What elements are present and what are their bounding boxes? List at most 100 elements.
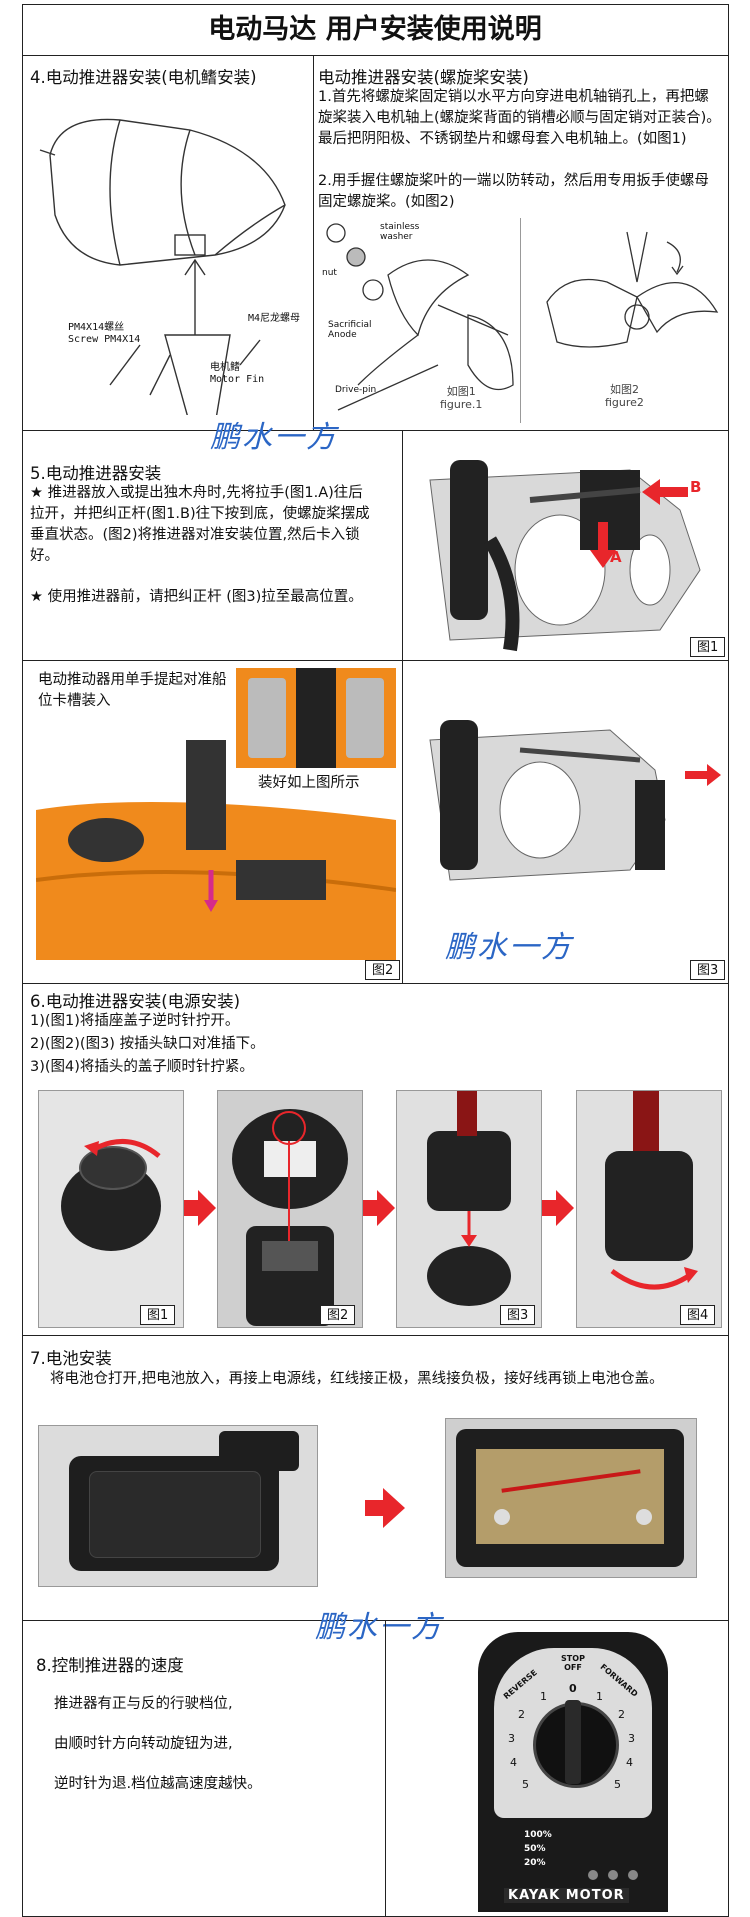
battery	[476, 1449, 664, 1544]
s8-divider	[385, 1620, 386, 1917]
speed-pct-100: 100%	[524, 1830, 552, 1840]
bracket-closeup-left	[248, 678, 286, 758]
s8-line1: 推进器有正与反的行驶档位,	[54, 1696, 233, 1712]
arrow-a	[590, 522, 616, 568]
motor-fin-drawing	[39, 118, 286, 415]
s8-line3: 逆时针为退.档位越高速度越快。	[54, 1776, 262, 1792]
fig1-caption-en: figure.1	[440, 398, 483, 411]
s4-heading-right: 电动推进器安装(螺旋桨安装)	[318, 68, 529, 87]
cable-3	[457, 1091, 477, 1136]
s5-bullet2: ★ 使用推进器前，请把纠正杆 (图3)拉至最高位置。	[30, 589, 363, 605]
label-a: A	[610, 548, 622, 566]
fin-screw-label-en: Screw PM4X14	[68, 334, 141, 345]
battery-lid-photo	[38, 1425, 318, 1587]
highlight-line-2	[288, 1141, 290, 1241]
motor-lever-art	[429, 720, 666, 881]
indicator-led-3	[628, 1870, 638, 1880]
fig1-pin-label: Drive-pin	[335, 385, 377, 395]
speed-knob-grip	[565, 1700, 581, 1784]
brand-label: KAYAK MOTOR	[504, 1888, 629, 1903]
s7-bottom	[22, 1620, 729, 1621]
socket-3	[427, 1246, 511, 1306]
socket-photo-1	[38, 1090, 184, 1328]
battery-open-photo	[445, 1418, 697, 1578]
fig1-caption-cn: 如图1	[446, 385, 476, 398]
bracket-closeup	[236, 668, 396, 768]
fig1-anode-label: Sacrificial Anode	[328, 320, 372, 340]
socket-photo-3	[396, 1090, 542, 1328]
propeller-figure2	[546, 231, 719, 348]
dial-num-right-3: 3	[628, 1732, 635, 1745]
dial-num-left-4: 4	[510, 1756, 517, 1769]
motor-bracket-art	[429, 460, 701, 652]
s6-heading: 6.电动推进器安装(电源安装)	[30, 992, 241, 1011]
dial-zero: 0	[569, 1682, 577, 1695]
s7-heading: 7.电池安装	[30, 1349, 112, 1368]
fig2-caption: 如图2 figure2	[605, 383, 644, 409]
page-title: 电动马达 用户安装使用说明	[208, 14, 542, 45]
label-b: B	[690, 478, 702, 496]
dial-num-left-2: 2	[518, 1708, 525, 1721]
s5-heading: 5.电动推进器安装	[30, 464, 162, 483]
s4-divider	[313, 55, 314, 430]
s6-fig3-label: 图3	[500, 1305, 536, 1325]
fin-screw-label: PM4X14螺丝 Screw PM4X14	[68, 322, 140, 346]
motor-lever-photo	[410, 700, 685, 890]
mounted-text: 装好如上图所示	[258, 775, 360, 791]
s7-text: 将电池仓打开,把电池放入，再接上电源线，红线接正极，黑线接负极，接好线再锁上电池…	[50, 1371, 664, 1387]
arrow-b	[642, 479, 688, 505]
s8-heading: 8.控制推进器的速度	[36, 1656, 184, 1675]
down-arrow-icon	[461, 1211, 477, 1247]
terminal-neg	[636, 1509, 652, 1525]
s6-step2: 2)(图2)(图3) 按插头缺口对准插下。	[30, 1036, 265, 1052]
cable-4	[633, 1091, 659, 1161]
s4-step2: 2.用手握住螺旋桨叶的一端以防转动，然后用专用扳手使螺母固定螺旋桨。(如图2)	[318, 173, 709, 210]
speed-controller: REVERSE STOP OFF FORWARD 0 1 2 3 4 5 1 2…	[478, 1632, 668, 1912]
fig1-caption: 如图1 figure.1	[440, 385, 482, 411]
highlight-circle-2	[272, 1111, 306, 1145]
socket-cap-top-1	[79, 1146, 147, 1190]
mount-text: 电动推动器用单手提起对准船位卡槽装入	[38, 672, 227, 709]
propeller-figure1	[326, 223, 514, 411]
fin-nut-label: M4尼龙螺母	[248, 313, 301, 324]
s5-fig2-label: 图2	[365, 960, 401, 980]
s5-fig3-label: 图3	[690, 960, 726, 980]
socket-photo-2	[217, 1090, 363, 1328]
cw-arrow-icon	[610, 1267, 698, 1290]
kayak-art	[36, 740, 396, 960]
s5-mid	[22, 660, 729, 661]
s5-fig1-label: 图1	[690, 637, 726, 657]
s6-step1: 1)(图1)将插座盖子逆时针拧开。	[30, 1013, 240, 1029]
fin-label-en: Motor Fin	[210, 374, 265, 385]
step-arrow-2	[363, 1190, 395, 1226]
s5-divider	[402, 430, 403, 983]
socket-holes-2	[264, 1141, 316, 1177]
s4-bottom	[22, 430, 729, 431]
indicator-led-2	[608, 1870, 618, 1880]
bracket-closeup-center	[296, 668, 336, 768]
s4-heading-left: 4.电动推进器安装(电机鳍安装)	[30, 68, 257, 87]
dial-num-left-3: 3	[508, 1732, 515, 1745]
step-arrow-3	[542, 1190, 574, 1226]
fig2-caption-cn: 如图2	[609, 383, 639, 396]
s5-bottom	[22, 983, 729, 984]
socket-photo-4	[576, 1090, 722, 1328]
plug-face-2	[262, 1241, 318, 1271]
dial-num-right-2: 2	[618, 1708, 625, 1721]
dial-num-right-5: 5	[614, 1778, 621, 1791]
hatch-small	[219, 1431, 299, 1471]
s6-fig2-label: 图2	[320, 1305, 356, 1325]
dial-num-right-4: 4	[626, 1756, 633, 1769]
dial-num-left-5: 5	[522, 1778, 529, 1791]
speed-pct-20: 20%	[524, 1858, 546, 1868]
fin-label-cn: 电机鳍	[210, 362, 240, 373]
fig2-caption-en: figure2	[605, 396, 644, 409]
s6-bottom	[22, 1335, 729, 1336]
watermark-mid: 鹏水一方	[445, 930, 573, 965]
terminal-pos	[494, 1509, 510, 1525]
speed-pct-50: 50%	[524, 1844, 546, 1854]
s4-step1: 1.首先将螺旋桨固定销以水平方向穿进电机轴销孔上，再把螺旋桨装入电机轴上(螺旋桨…	[318, 89, 721, 147]
battery-lid-inner	[89, 1471, 261, 1558]
fin-screw-label-cn: PM4X14螺丝	[68, 322, 125, 333]
ccw-arrow-icon	[84, 1138, 161, 1158]
